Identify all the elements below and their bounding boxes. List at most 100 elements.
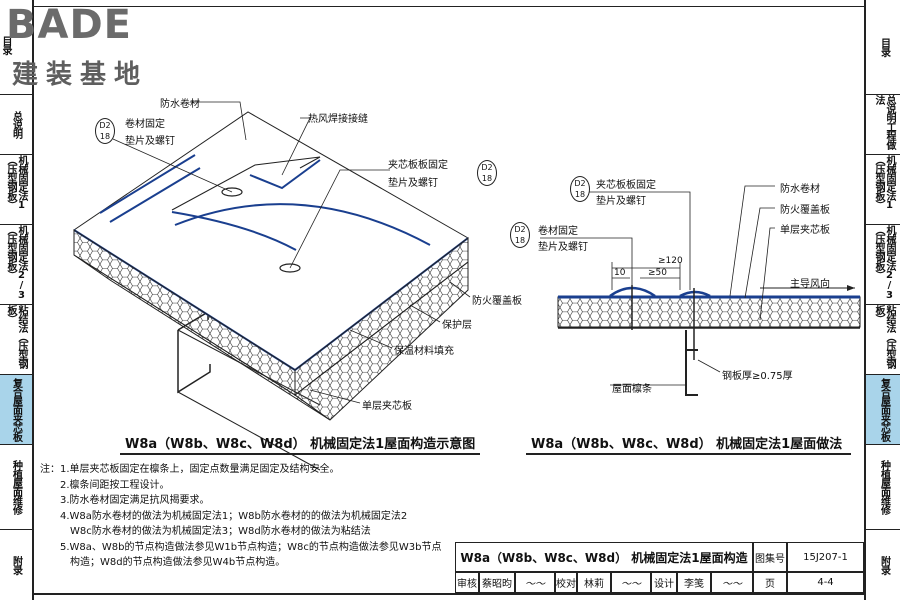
- nav-label: 种植屋面维修: [878, 460, 890, 514]
- label-heat-weld: 热风焊接接缝: [308, 114, 368, 125]
- nav-label: 种植屋面维修: [10, 460, 22, 514]
- right-nav: 目录 总说明工程做法 机械固定法1（压型钢板） 机械固定法2/3（压型钢板） 粘…: [864, 0, 900, 600]
- ref-top: D2: [99, 121, 111, 130]
- nav-item-planted[interactable]: 种植屋面维修: [0, 445, 32, 530]
- review-label: 审核: [455, 572, 479, 593]
- note-line: 3.防水卷材固定满足抗风揭要求。: [60, 495, 210, 506]
- atlas-number: 15J207-1: [787, 542, 864, 572]
- note-line: 5.W8a、W8b的节点构造做法参见W1b节点构造；W8c的节点构造做法参见W3…: [60, 541, 442, 553]
- label-panel-fix-r: 夹芯板板固定: [596, 180, 656, 191]
- dim-120: ≥120: [658, 256, 683, 266]
- note-line: 4.W8a防水卷材的做法为机械固定法1；W8b防水卷材的的做法为机械固定法2: [60, 510, 408, 522]
- nav-item-appendix[interactable]: 附录: [866, 530, 900, 600]
- label-pad-screw: 垫片及螺钉: [125, 136, 175, 147]
- reviewer-signature: ～～: [515, 572, 555, 593]
- nav-item-method1[interactable]: 机械固定法1（压型钢板）: [866, 155, 900, 225]
- brand-logo: BADE: [6, 2, 132, 48]
- nav-label: 目录: [0, 36, 11, 54]
- label-purlin: 屋面檩条: [612, 384, 652, 395]
- page-label: 页: [753, 572, 787, 593]
- ref-bottom: 18: [574, 190, 586, 199]
- frame-top-border: [32, 6, 864, 7]
- nav-label: 粘结法（压型钢板）: [5, 305, 27, 368]
- notes-block: 注：1.单层夹芯板固定在檩条上，固定点数量满足固定及结构安全。 2.檩条间距按工…: [40, 462, 441, 571]
- ref-bottom: 18: [99, 132, 111, 141]
- note-line: W8c防水卷材的做法为机械固定法3；W8d防水卷材的做法为粘结法: [70, 526, 371, 537]
- nav-item-sandwich[interactable]: 复合屋面夹芯板: [866, 375, 900, 445]
- dim-50: ≥50: [648, 268, 667, 278]
- atlas-label: 图集号: [753, 542, 787, 572]
- page-number: 4-4: [787, 572, 864, 593]
- section-purlin: [685, 330, 698, 396]
- nav-item-planted[interactable]: 种植屋面维修: [866, 445, 900, 530]
- nav-label: 机械固定法1（压型钢板）: [873, 155, 895, 210]
- frame-bottom-border: [32, 593, 864, 595]
- nav-label: 机械固定法2/3（压型钢板）: [873, 225, 895, 300]
- nav-label: 总说明工程做法: [873, 95, 895, 149]
- nav-item-method23[interactable]: 机械固定法2/3（压型钢板）: [0, 225, 32, 305]
- label-pad-screw-2: 垫片及螺钉: [388, 178, 438, 189]
- nav-label: 附录: [10, 556, 22, 574]
- nav-label: 机械固定法1（压型钢板）: [5, 155, 27, 210]
- label-membrane-fix-r: 卷材固定: [538, 226, 578, 237]
- nav-label: 附录: [878, 556, 890, 574]
- right-section-drawing: [540, 185, 861, 396]
- nav-label: 机械固定法2/3（压型钢板）: [5, 225, 27, 300]
- ref-top: D2: [481, 163, 493, 172]
- label-waterproof-r: 防水卷材: [780, 184, 820, 195]
- brand-tagline: 建装基地: [12, 60, 149, 90]
- label-fire-cover-r: 防火覆盖板: [780, 205, 830, 216]
- designer-signature: ～～: [711, 572, 753, 593]
- section-insulation: [557, 296, 861, 328]
- label-single-panel-r: 单层夹芯板: [780, 225, 830, 236]
- nav-label: 粘结法（压型钢板）: [873, 305, 895, 368]
- label-pad-screw2-r: 垫片及螺钉: [538, 242, 588, 253]
- ref-bottom: 18: [514, 236, 526, 245]
- nav-item-contents[interactable]: 目录: [866, 0, 900, 95]
- left-isometric-drawing: [73, 101, 471, 471]
- nav-item-contents[interactable]: 目录: [0, 0, 32, 95]
- ref-top: D2: [574, 179, 586, 188]
- label-wind: 主导风向: [790, 279, 830, 290]
- label-insulation: 保温材料填充: [394, 346, 454, 357]
- label-fire-cover: 防火覆盖板: [472, 296, 522, 307]
- nav-item-sandwich[interactable]: 复合屋面夹芯板: [0, 375, 32, 445]
- proofer-name: 林莉: [577, 572, 611, 593]
- note-line: 注：1.单层夹芯板固定在檩条上，固定点数量满足固定及结构安全。: [40, 464, 340, 475]
- label-membrane-fix: 卷材固定: [125, 119, 165, 130]
- reviewer-name: 蔡昭昀: [479, 572, 515, 593]
- right-title-underline: [526, 453, 851, 455]
- nav-label: 复合屋面夹芯板: [10, 378, 22, 441]
- right-diagram-title: W8a（W8b、W8c、W8d） 机械固定法1屋面做法: [531, 437, 843, 452]
- label-steel-thickness: 钢板厚≥0.75厚: [722, 371, 793, 382]
- nav-item-general[interactable]: 总说明工程做法: [866, 95, 900, 155]
- note-line: 2.檩条间距按工程设计。: [60, 479, 170, 491]
- nav-item-method1[interactable]: 机械固定法1（压型钢板）: [0, 155, 32, 225]
- left-diagram-title: W8a（W8b、W8c、W8d） 机械固定法1屋面构造示意图: [125, 437, 476, 452]
- nav-item-general[interactable]: 总说明: [0, 95, 32, 155]
- label-pad-screw-r: 垫片及螺钉: [596, 196, 646, 207]
- design-label: 设计: [651, 572, 677, 593]
- nav-item-method23[interactable]: 机械固定法2/3（压型钢板）: [866, 225, 900, 305]
- note-line: 构造；W8d的节点构造做法参见W4b节点构造。: [70, 557, 286, 568]
- ref-top: D2: [514, 225, 526, 234]
- nav-label: 目录: [878, 38, 890, 56]
- title-block-name: W8a（W8b、W8c、W8d） 机械固定法1屋面构造: [455, 542, 753, 572]
- left-title-underline: [120, 453, 480, 455]
- label-panel-fix: 夹芯板板固定: [388, 160, 448, 171]
- nav-item-bonding[interactable]: 粘结法（压型钢板）: [866, 305, 900, 375]
- label-waterproof-membrane: 防水卷材: [160, 99, 200, 110]
- nav-item-appendix[interactable]: 附录: [0, 530, 32, 600]
- nav-label: 复合屋面夹芯板: [878, 378, 890, 441]
- nav-label: 总说明: [10, 111, 22, 138]
- dim-10: 10: [614, 268, 626, 278]
- nav-item-bonding[interactable]: 粘结法（压型钢板）: [0, 305, 32, 375]
- left-nav: 目录 总说明 机械固定法1（压型钢板） 机械固定法2/3（压型钢板） 粘结法（压…: [0, 0, 34, 600]
- label-protect: 保护层: [442, 320, 472, 331]
- ref-bottom: 18: [481, 174, 493, 183]
